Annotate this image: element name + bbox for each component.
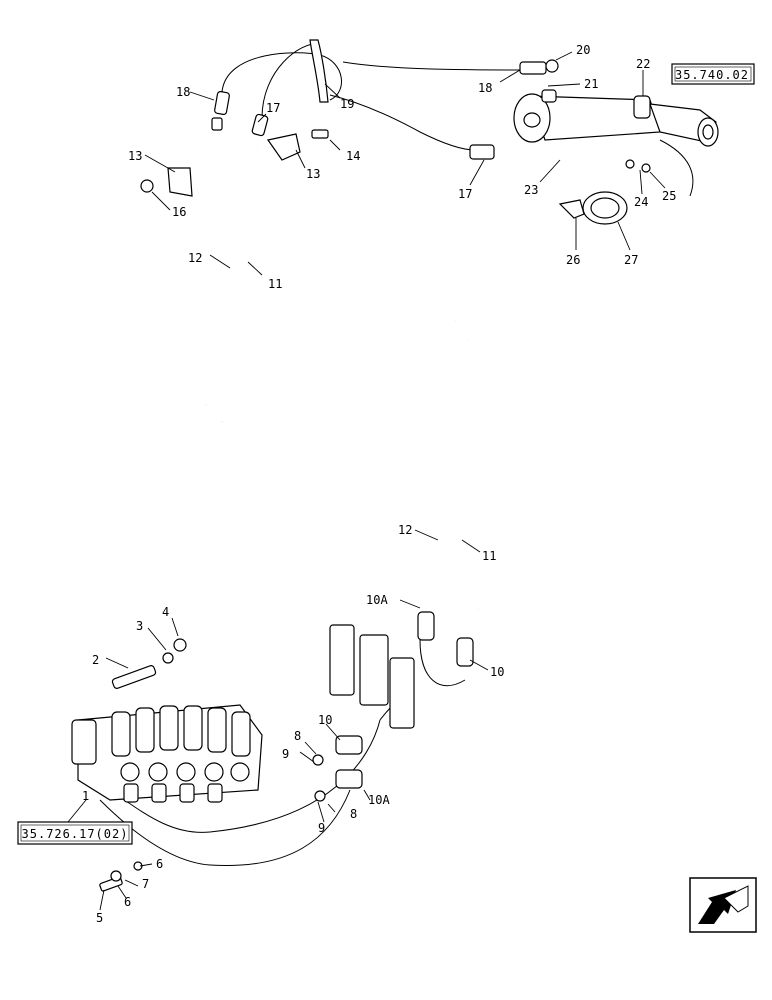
callout-11: 11: [482, 549, 496, 563]
callout-12: 12: [398, 523, 412, 537]
callout-11: 11: [268, 277, 282, 291]
callout-6: 6: [124, 895, 131, 909]
ref-cylinder: 35.740.02: [675, 68, 749, 82]
callout-8: 8: [350, 807, 357, 821]
callout-5: 5: [96, 911, 103, 925]
callout-27: 27: [624, 253, 638, 267]
hydraulic-cylinder: [513, 89, 719, 147]
hose-cylinder-return: [659, 139, 694, 197]
callout-19: 19: [340, 97, 354, 111]
reference-boxes: 35.740.02 35.726.17(02): [17, 63, 755, 845]
callout-8: 8: [294, 729, 301, 743]
callout-22: 22: [636, 57, 650, 71]
callout-20: 20: [576, 43, 590, 57]
callouts: 18 17 13 13 14 16 19 18 20 21 22 17 23 2…: [82, 43, 676, 925]
callout-23: 23: [524, 183, 538, 197]
callout-25: 25: [662, 189, 676, 203]
control-valve: [71, 704, 263, 803]
arrow-icon: [689, 877, 757, 933]
pipes: [204, 140, 621, 611]
hose-valve-1: [109, 719, 381, 833]
callout-17: 17: [266, 101, 280, 115]
callout-12: 12: [188, 251, 202, 265]
callout-10A: 10A: [368, 793, 390, 807]
pipe-loop: [216, 283, 460, 448]
callout-4: 4: [162, 605, 169, 619]
callout-10A: 10A: [366, 593, 388, 607]
callout-9: 9: [282, 747, 289, 761]
hose-lower-left: [419, 639, 466, 687]
distribution-blocks: [329, 624, 415, 729]
hose-upper-long: [329, 94, 476, 151]
callout-3: 3: [136, 619, 143, 633]
hose-to-cylinder: [342, 61, 521, 71]
callout-13: 13: [306, 167, 320, 181]
callout-10: 10: [490, 665, 504, 679]
callout-24: 24: [634, 195, 648, 209]
callout-18: 18: [478, 81, 492, 95]
callout-14: 14: [346, 149, 360, 163]
callout-1: 1: [82, 789, 89, 803]
callout-10: 10: [318, 713, 332, 727]
hoses: [99, 43, 694, 867]
leader-lines: [67, 51, 666, 911]
callout-6: 6: [156, 857, 163, 871]
callout-9: 9: [318, 821, 325, 835]
callout-7: 7: [142, 877, 149, 891]
ref-box-valve: [17, 821, 133, 845]
fittings: [99, 39, 651, 892]
callout-18: 18: [176, 85, 190, 99]
ref-valve: 35.726.17(02): [22, 827, 129, 841]
callout-21: 21: [584, 77, 598, 91]
callout-26: 26: [566, 253, 580, 267]
callout-17: 17: [458, 187, 472, 201]
callout-2: 2: [92, 653, 99, 667]
callout-16: 16: [172, 205, 186, 219]
callout-13: 13: [128, 149, 142, 163]
hose-valve-2: [99, 789, 351, 867]
ref-box-cylinder: [671, 63, 755, 85]
